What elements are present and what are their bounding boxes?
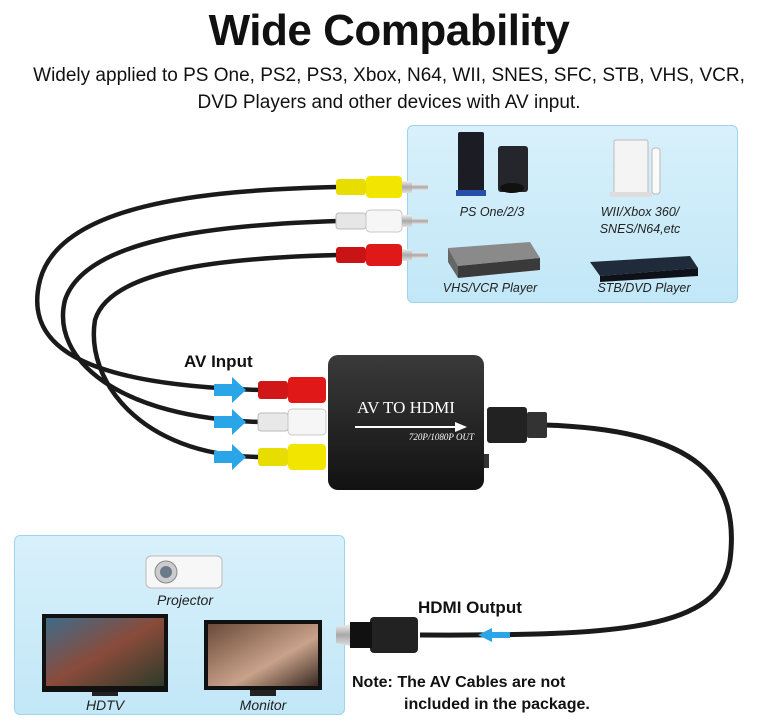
device-label-wii: WII/Xbox 360/ SNES/N64,etc (588, 204, 692, 238)
hdmi-output-arrow (478, 628, 510, 642)
device-label-ps: PS One/2/3 (459, 205, 525, 219)
device-label-projector: Projector (156, 592, 214, 608)
converter-spec: 720P/1080P OUT (408, 432, 474, 442)
rca-plug-red-top (336, 244, 428, 266)
rca-plug-red-input (258, 377, 326, 403)
package-note: Note: The AV Cables are not included in … (352, 672, 590, 716)
device-label-wii-line2: SNES/N64,etc (599, 222, 681, 236)
rca-plug-white-top (335, 209, 428, 233)
page-subtitle: Widely applied to PS One, PS2, PS3, Xbox… (33, 65, 745, 113)
rca-plug-yellow-top (336, 176, 428, 198)
vcr-icon (448, 242, 540, 278)
av-cable-bundle (34, 184, 341, 460)
dvd-player-icon (590, 256, 698, 282)
rca-plug-yellow-input (258, 444, 326, 470)
hdmi-output-label: HDMI Output (418, 598, 522, 617)
package-note-line1: Note: The AV Cables are not (352, 674, 566, 691)
hdmi-plug-converter (487, 407, 547, 443)
av-input-label: AV Input (184, 352, 253, 371)
page-title: Wide Compability (208, 6, 570, 55)
wii-icon (610, 139, 661, 197)
device-label-vcr: VHS/VCR Player (442, 281, 538, 295)
device-label-dvd: STB/DVD Player (597, 281, 691, 295)
av-to-hdmi-converter (328, 355, 489, 490)
device-label-wii-line1: WII/Xbox 360/ (600, 205, 680, 219)
console-icon (456, 132, 528, 196)
device-label-monitor: Monitor (239, 697, 287, 713)
monitor-icon (204, 620, 322, 696)
hdmi-cable (419, 422, 734, 638)
av-input-arrows (214, 377, 246, 470)
projector-icon (145, 555, 223, 589)
converter-title: AV TO HDMI (357, 398, 455, 417)
rca-plug-white-input (257, 408, 327, 436)
hdtv-icon (42, 614, 168, 696)
hdmi-plug-output (336, 617, 418, 653)
device-label-hdtv: HDTV (85, 697, 125, 713)
package-note-line2: included in the package. (404, 696, 590, 713)
